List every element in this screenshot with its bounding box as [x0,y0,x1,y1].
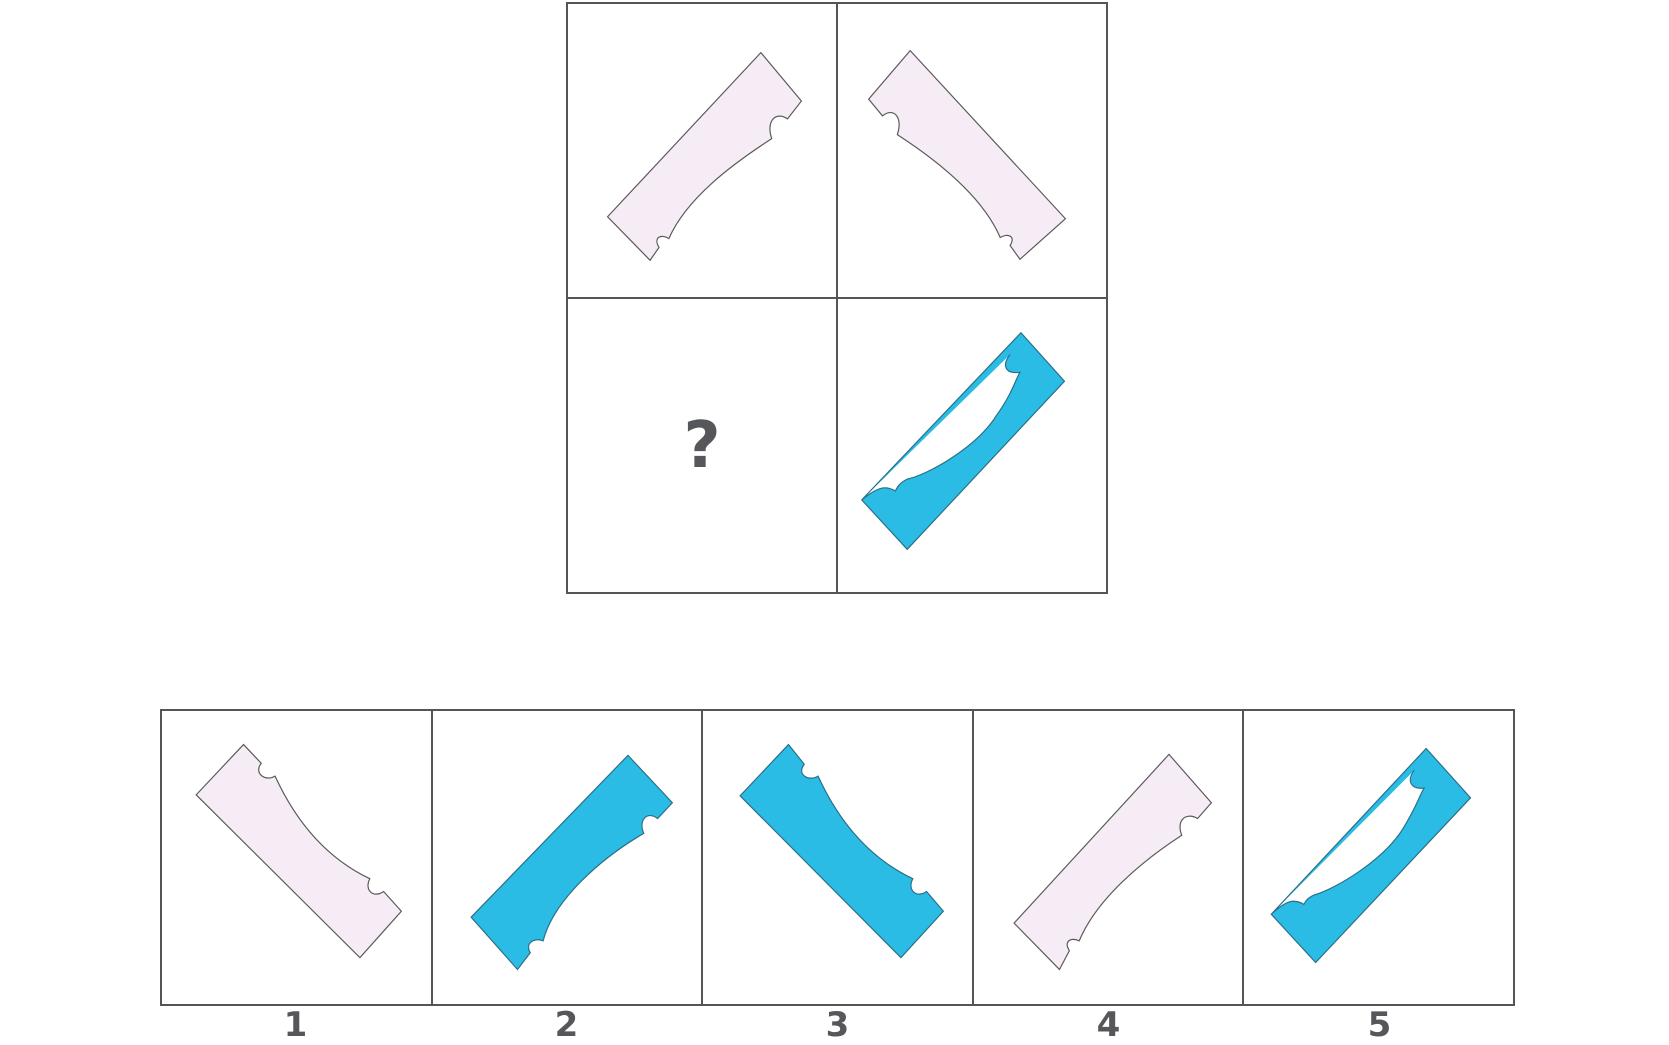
option-label-4: 4 [1096,1005,1121,1045]
pink-handle-shape [606,51,803,262]
blue-handle-shape [1270,747,1472,964]
matrix-cell-2 [837,3,1107,298]
blue-handle-shape [860,331,1066,551]
pink-handle-shape [1013,753,1212,971]
matrix-cell-3: ? [567,298,837,593]
question-mark: ? [683,408,721,483]
option-label-1: 1 [283,1005,308,1045]
option-5[interactable] [1243,710,1514,1005]
matrix-cell-1 [567,3,837,298]
matrix-cell-4 [837,298,1107,593]
option-3[interactable] [702,710,973,1005]
puzzle-matrix: ? [566,2,1108,594]
pink-handle-shape [195,743,403,959]
option-1[interactable] [161,710,432,1005]
option-label-5: 5 [1367,1005,1392,1045]
option-labels: 1 2 3 4 5 [160,1008,1515,1042]
blue-handle-shape [739,743,945,959]
pink-handle-shape [867,49,1067,261]
option-2[interactable] [431,710,703,1005]
answer-options [160,709,1515,1006]
blue-handle-shape [469,754,673,971]
option-4[interactable] [972,710,1244,1005]
option-label-2: 2 [554,1005,579,1045]
option-label-3: 3 [825,1005,850,1045]
